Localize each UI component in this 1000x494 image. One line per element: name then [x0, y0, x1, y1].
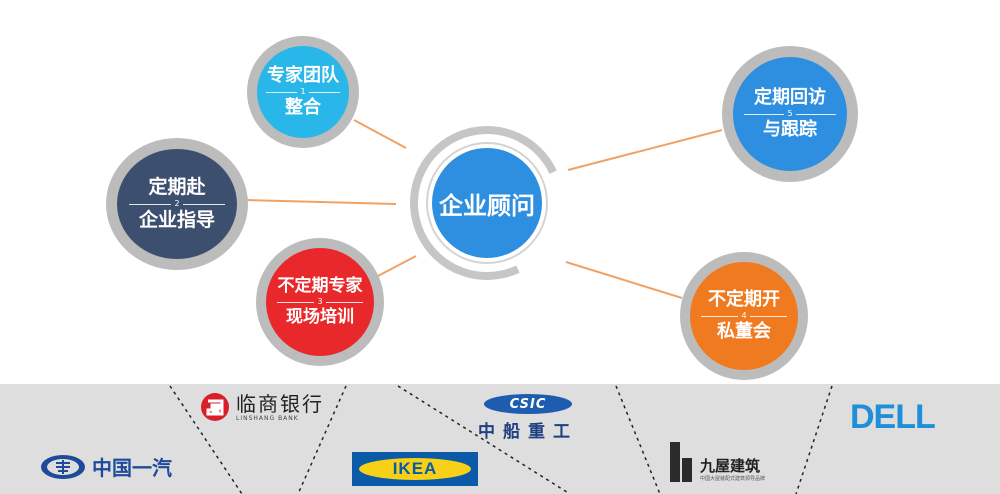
dell-logo: DELL	[850, 398, 936, 437]
csic-cn: 中船重工	[478, 422, 578, 442]
linshang-bank-en: LINSHANG BANK	[236, 414, 299, 422]
node-4: 不定期开 4 私董会	[680, 252, 808, 380]
ikea-logo: IKEA	[352, 452, 478, 486]
connector-n2	[245, 199, 397, 205]
jiuwu-text: 九屋建筑	[700, 457, 761, 475]
node-3-number: 3	[317, 297, 323, 306]
node-3-subtitle: 现场培训	[286, 307, 354, 327]
csic-badge: CSIC	[484, 394, 572, 414]
jiuwu-subtext: 中国大屋装配式建筑领导品牌	[700, 476, 766, 482]
node-3-title: 不定期专家	[277, 276, 363, 297]
center-label: 企业顾问	[432, 148, 542, 258]
node-4-title: 不定期开	[708, 289, 780, 311]
jiuwu-icon	[670, 442, 692, 482]
csic-badge-text: CSIC	[509, 396, 547, 412]
node-2-number: 2	[174, 199, 180, 208]
dell-text: DELL	[850, 398, 936, 436]
faw-icon	[41, 454, 85, 479]
connector-n5	[567, 129, 723, 171]
linshang-bank-cn: 临商银行	[236, 391, 324, 416]
node-1-subtitle: 整合	[285, 97, 321, 118]
linshang-bank-icon	[201, 393, 229, 421]
node-5: 定期回访 5 与跟踪	[722, 46, 858, 182]
ikea-text: IKEA	[392, 459, 438, 478]
center-hub: 企业顾问	[388, 104, 586, 302]
node-4-number: 4	[741, 311, 747, 320]
node-5-number: 5	[787, 109, 793, 118]
node-2-subtitle: 企业指导	[138, 209, 215, 231]
node-3: 不定期专家 3 现场培训	[256, 238, 384, 366]
node-4-subtitle: 私董会	[717, 321, 771, 342]
node-1-number: 1	[300, 87, 306, 96]
connector-n3	[377, 255, 417, 277]
csic-logo: CSIC 中船重工	[478, 394, 578, 442]
node-1: 专家团队 1 整合	[247, 36, 359, 148]
node-2: 定期赴 2 企业指导	[106, 138, 248, 270]
node-5-subtitle: 与跟踪	[763, 119, 817, 140]
linshang-bank-logo: 临商银行 LINSHANG BANK	[200, 392, 324, 422]
jiuwu-logo: 九屋建筑 中国大屋装配式建筑领导品牌	[668, 440, 765, 484]
connector-n4	[565, 261, 683, 299]
node-5-title: 定期回访	[754, 87, 826, 109]
node-1-title: 专家团队	[267, 65, 339, 87]
faw-text: 中国一汽	[92, 456, 172, 480]
strip-dividers	[169, 385, 833, 494]
faw-logo: 中国一汽	[40, 452, 172, 481]
node-2-title: 定期赴	[148, 176, 206, 199]
connector-n1	[353, 119, 407, 149]
